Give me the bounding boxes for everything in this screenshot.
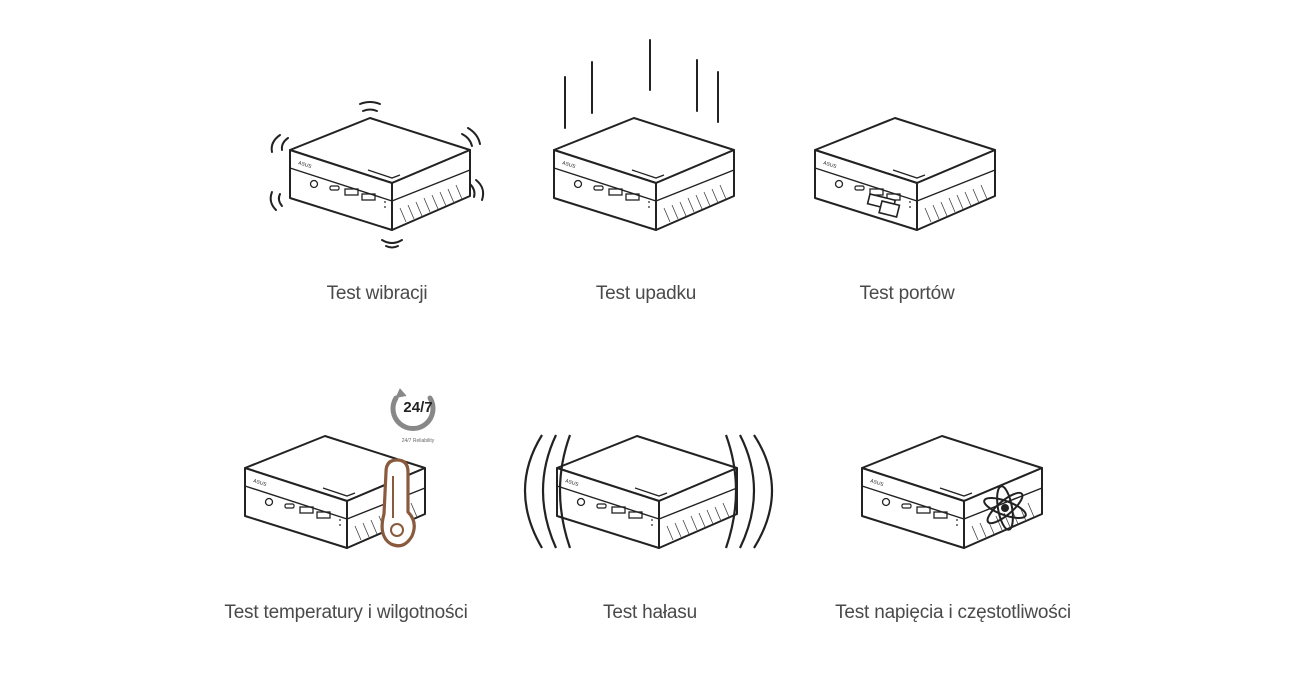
caption-voltage-test: Test napięcia i częstotliwości	[835, 602, 1071, 623]
minipc-temperature	[244, 388, 436, 549]
caption-noise-test: Test hałasu	[603, 602, 697, 623]
reliability-badge-icon	[390, 388, 436, 431]
minipc-voltage	[861, 435, 1043, 549]
caption-ports-test: Test portów	[859, 283, 955, 304]
caption-drop-test: Test upadku	[595, 283, 697, 304]
thermometer-icon	[380, 458, 416, 548]
vibration-waves-icon	[269, 101, 485, 249]
minipc-vibration	[269, 101, 485, 249]
usb-plug-icon	[866, 193, 901, 218]
sound-waves-icon	[523, 434, 774, 549]
minipc-ports	[814, 117, 996, 231]
minipc-drop	[553, 39, 735, 231]
badge-caption-text: 24/7 Reliability	[401, 438, 435, 444]
badge-main-text: 24/7	[403, 399, 433, 416]
drop-lines-icon	[564, 39, 719, 129]
minipc-noise	[523, 434, 774, 549]
atom-icon	[983, 485, 1027, 531]
caption-temperature-test: Test temperatury i wilgotności	[224, 602, 468, 623]
caption-vibration-test: Test wibracji	[326, 283, 428, 304]
